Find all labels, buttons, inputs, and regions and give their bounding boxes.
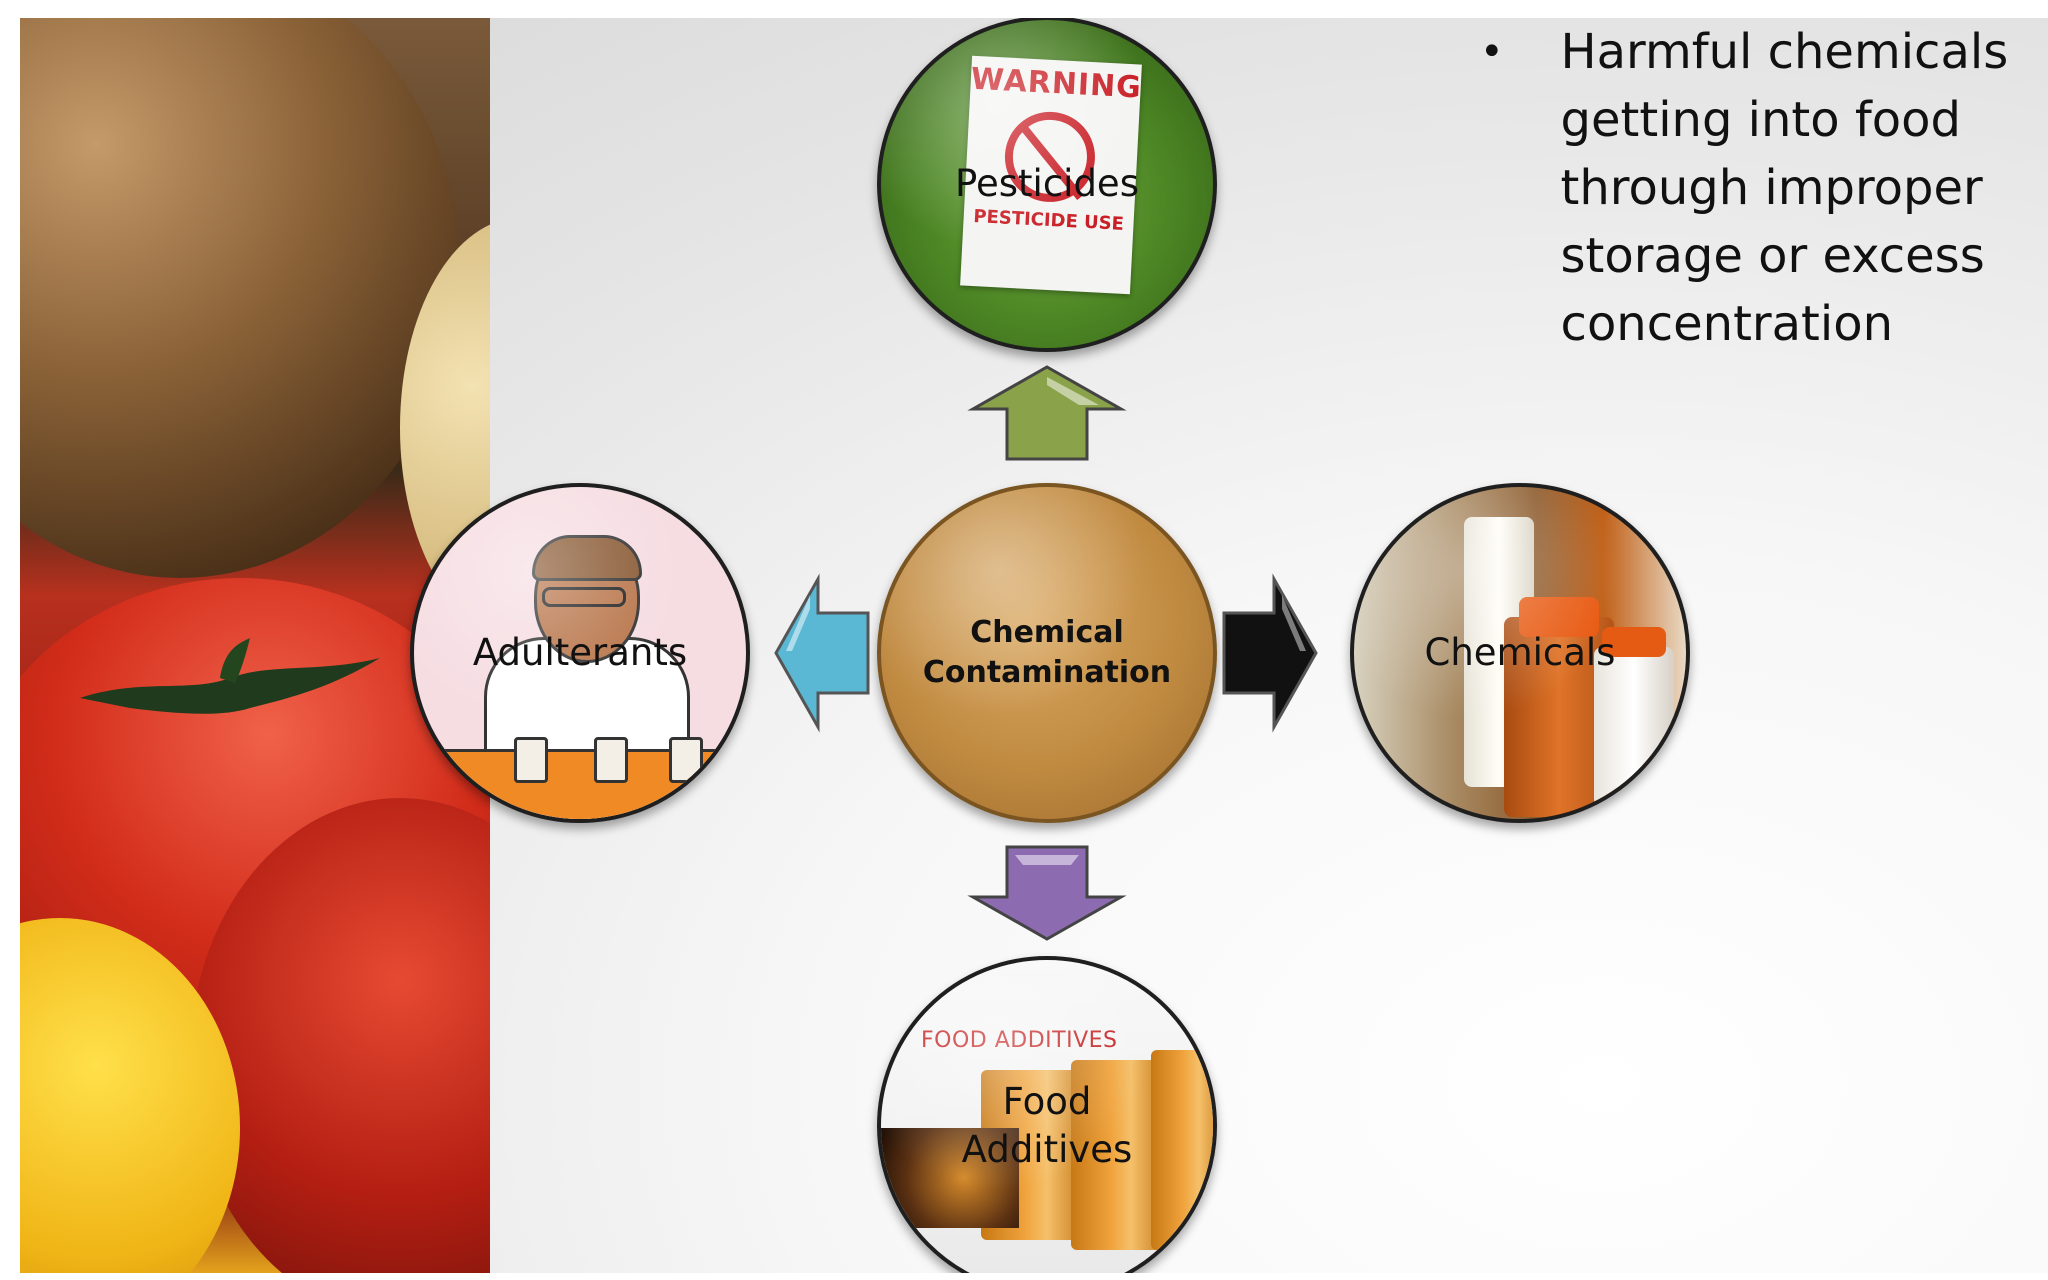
bottle-cap-icon bbox=[1602, 627, 1666, 657]
node-pesticides: WARNING PESTICIDE USE Pesticides bbox=[877, 18, 1217, 352]
node-label-food-additives: Food Additives bbox=[961, 1080, 1133, 1171]
coconut-image bbox=[20, 18, 460, 578]
node-adulterants: Adulterants bbox=[410, 483, 750, 823]
node-chemicals: Chemicals bbox=[1350, 483, 1690, 823]
sign-warning-text: WARNING bbox=[969, 61, 1143, 106]
node-label-adulterants: Adulterants bbox=[472, 631, 688, 674]
bottle-icon bbox=[1594, 647, 1674, 807]
additives-banner-text: FOOD ADDITIVES bbox=[921, 1028, 1118, 1053]
vial-icon bbox=[669, 737, 703, 783]
node-label-chemicals: Chemicals bbox=[1424, 631, 1616, 674]
node-label-pesticides: Pesticides bbox=[955, 162, 1139, 205]
bullet-list: • Harmful chemicals getting into food th… bbox=[1472, 18, 2032, 358]
tomato-stem-icon bbox=[80, 638, 380, 714]
bullet-item: • Harmful chemicals getting into food th… bbox=[1472, 18, 2032, 358]
arrow-left-icon bbox=[774, 573, 870, 733]
additives-photo bbox=[881, 1128, 1019, 1228]
bottle-cap-icon bbox=[1519, 597, 1599, 637]
vial-icon bbox=[594, 737, 628, 783]
arrow-down-icon bbox=[967, 845, 1127, 941]
jar-icon bbox=[1151, 1050, 1213, 1250]
center-node-label: Chemical Contamination bbox=[922, 615, 1172, 690]
slide: Chemical Contamination WARNING PESTICIDE… bbox=[20, 18, 2048, 1273]
glasses-icon bbox=[542, 587, 626, 607]
node-food-additives: FOOD ADDITIVES Food Additives bbox=[877, 956, 1217, 1273]
vial-icon bbox=[514, 737, 548, 783]
bullet-text: Harmful chemicals getting into food thro… bbox=[1560, 24, 2009, 352]
bullet-dot-icon: • bbox=[1480, 29, 1504, 75]
arrow-right-icon bbox=[1222, 573, 1318, 733]
center-node-chemical-contamination: Chemical Contamination bbox=[877, 483, 1217, 823]
scientist-hair-icon bbox=[532, 535, 642, 581]
arrow-up-icon bbox=[967, 365, 1127, 461]
sign-pesticide-text: PESTICIDE USE bbox=[972, 206, 1125, 235]
